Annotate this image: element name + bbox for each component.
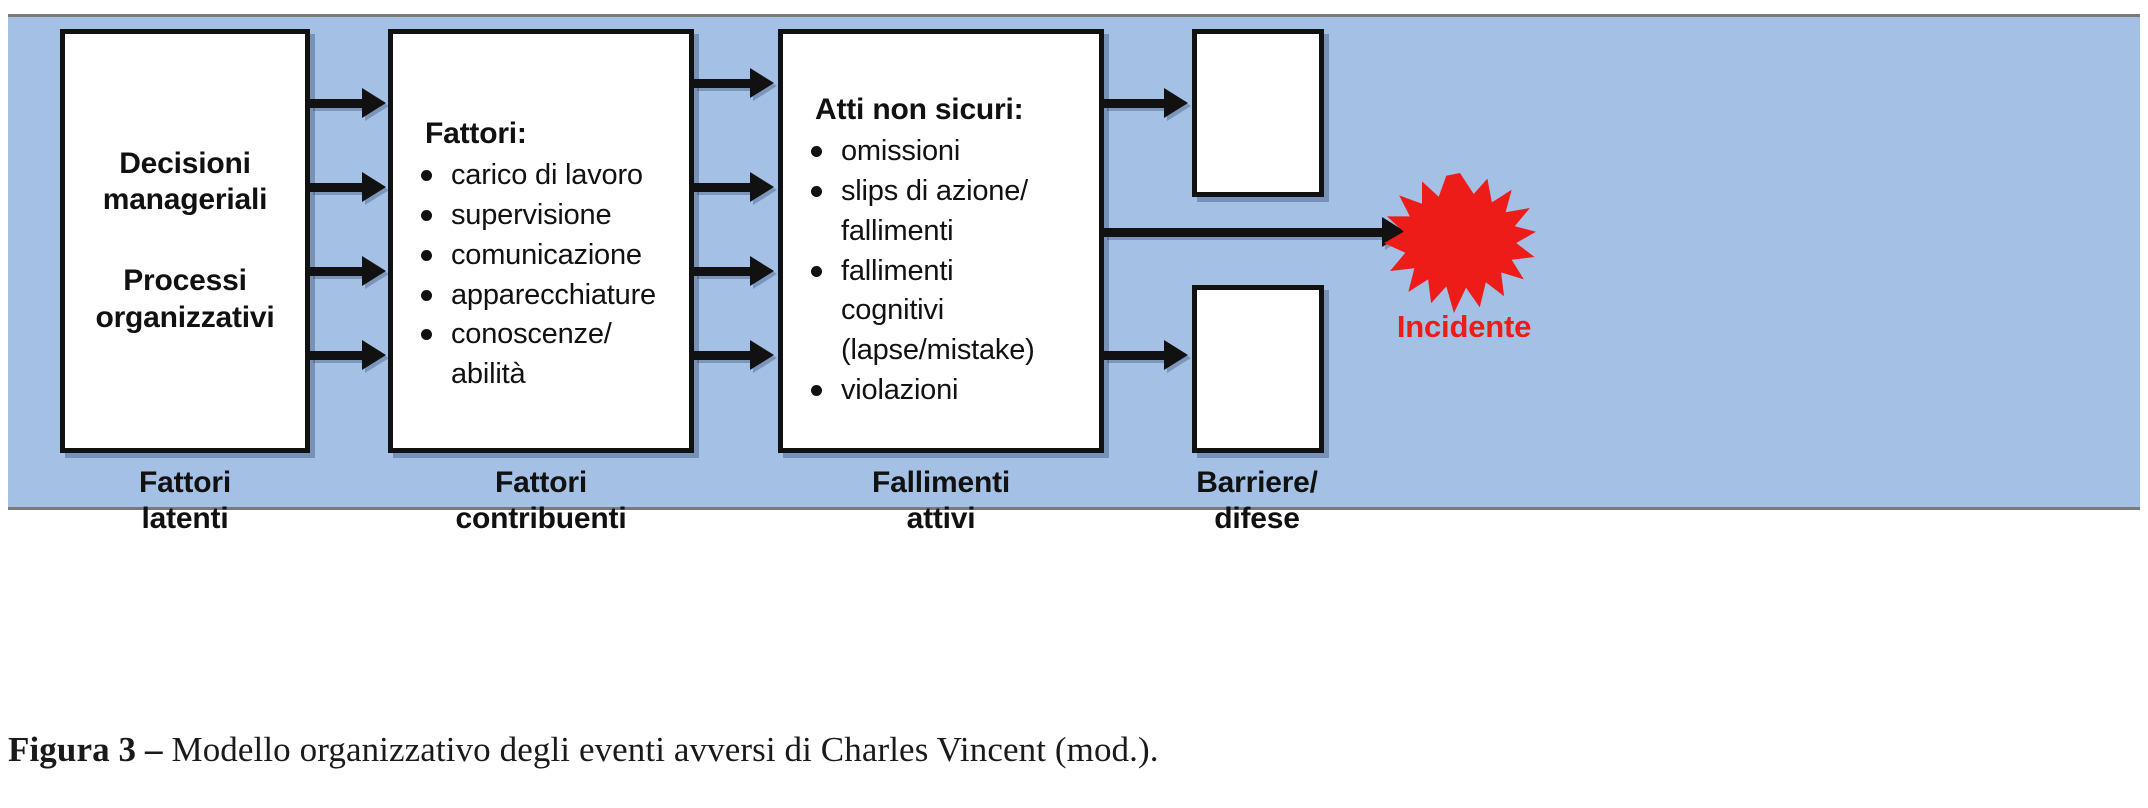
- list-item-label: (lapse/mistake): [841, 334, 1035, 367]
- list-item-label: abilità: [451, 358, 526, 391]
- contributing-title: Fattori:: [425, 117, 527, 150]
- list-item-continuation: cognitivi: [797, 291, 1085, 330]
- list-item: supervisione: [407, 196, 675, 235]
- list-item: carico di lavoro: [407, 156, 675, 195]
- latent-heading-line2: manageriali: [102, 183, 268, 217]
- list-item: conoscenze/: [407, 315, 675, 354]
- caption-latent-factors: Fattori latenti: [60, 465, 310, 537]
- caption-active-failures: Fallimenti attivi: [778, 465, 1104, 537]
- box-contributing-content: Fattori: carico di lavoro supervisione c…: [393, 34, 689, 448]
- incident-label: Incidente: [1396, 309, 1532, 344]
- latent-heading2-line2: organizzativi: [95, 300, 275, 334]
- list-item-label: carico di lavoro: [451, 159, 643, 191]
- bullet-icon: [811, 146, 822, 157]
- bullet-icon: [811, 265, 822, 277]
- starburst-icon: [1384, 173, 1536, 313]
- arrow-latent-to-contributing-4: [310, 351, 366, 360]
- figure-caption-text: Modello organizzativo degli eventi avver…: [171, 730, 1159, 769]
- list-item: slips di azione/: [797, 172, 1085, 211]
- list-item-label: cognitivi: [841, 294, 944, 327]
- bullet-icon: [421, 329, 432, 341]
- diagram-panel: Decisioni manageriali Processi organizza…: [8, 14, 2140, 535]
- bullet-icon: [421, 289, 432, 301]
- list-item-continuation: abilità: [407, 355, 675, 394]
- bullet-icon: [421, 170, 432, 181]
- caption-contributing-factors: Fattori contribuenti: [388, 465, 694, 537]
- caption-barriers: Barriere/ difese: [1162, 465, 1352, 537]
- list-item-label: omissioni: [841, 135, 961, 167]
- list-item: omissioni: [797, 132, 1085, 171]
- arrow-active-to-barrier-bottom: [1104, 351, 1168, 360]
- caption-line-1: Barriere/: [1196, 466, 1318, 499]
- list-item-label: conoscenze/: [451, 318, 612, 351]
- box-latent-factors: Decisioni manageriali Processi organizza…: [60, 29, 310, 453]
- contributing-list: carico di lavoro supervisione comunicazi…: [407, 156, 675, 394]
- box-active-content: Atti non sicuri: omissioni slips di azio…: [783, 34, 1099, 448]
- caption-line-1: Fallimenti: [871, 466, 1011, 499]
- active-title: Atti non sicuri:: [815, 93, 1024, 126]
- bullet-icon: [811, 185, 822, 197]
- list-item: fallimenti: [797, 252, 1085, 291]
- active-list: omissioni slips di azione/ fallimenti fa…: [797, 132, 1085, 410]
- caption-line-2: contribuenti: [455, 502, 627, 535]
- bullet-icon: [811, 385, 822, 397]
- caption-line-2: difese: [1214, 502, 1300, 535]
- caption-line-1: Fattori: [495, 466, 587, 499]
- caption-line-1: Fattori: [139, 466, 231, 499]
- arrow-contributing-to-active-4: [694, 351, 754, 360]
- arrow-contributing-to-active-2: [694, 183, 754, 192]
- list-item-label: fallimenti: [841, 254, 954, 287]
- box-barrier-top: [1192, 29, 1324, 197]
- figure-caption: Figura 3 – Modello organizzativo degli e…: [8, 730, 2108, 770]
- box-barrier-bottom: [1192, 285, 1324, 453]
- list-item-label: violazioni: [841, 374, 959, 407]
- box-active-failures: Atti non sicuri: omissioni slips di azio…: [778, 29, 1104, 453]
- box-contributing-factors: Fattori: carico di lavoro supervisione c…: [388, 29, 694, 453]
- bullet-icon: [421, 249, 432, 261]
- list-item-label: slips di azione/: [841, 174, 1029, 207]
- list-item-label: apparecchiature: [451, 278, 656, 311]
- arrow-active-to-incident: [1104, 228, 1386, 237]
- caption-line-2: attivi: [906, 502, 976, 535]
- list-item: comunicazione: [407, 236, 675, 275]
- list-item-continuation: fallimenti: [797, 212, 1085, 251]
- list-item: apparecchiature: [407, 276, 675, 315]
- arrow-latent-to-contributing-1: [310, 99, 366, 108]
- caption-line-2: latenti: [141, 502, 229, 535]
- list-item-label: fallimenti: [841, 214, 954, 247]
- arrow-active-to-barrier-top: [1104, 99, 1168, 108]
- list-item-label: comunicazione: [451, 238, 642, 271]
- box-latent-content: Decisioni manageriali Processi organizza…: [65, 34, 305, 448]
- figure-caption-label: Figura 3 –: [8, 730, 163, 769]
- arrow-contributing-to-active-3: [694, 267, 754, 276]
- arrow-contributing-to-active-1: [694, 79, 754, 88]
- list-item: violazioni: [797, 371, 1085, 410]
- list-item-label: supervisione: [451, 198, 612, 231]
- arrow-latent-to-contributing-2: [310, 183, 366, 192]
- list-item-continuation: (lapse/mistake): [797, 331, 1085, 370]
- arrow-latent-to-contributing-3: [310, 267, 366, 276]
- bullet-icon: [421, 209, 432, 221]
- latent-heading-line1: Decisioni: [119, 146, 251, 180]
- latent-heading2-line1: Processi: [123, 264, 247, 297]
